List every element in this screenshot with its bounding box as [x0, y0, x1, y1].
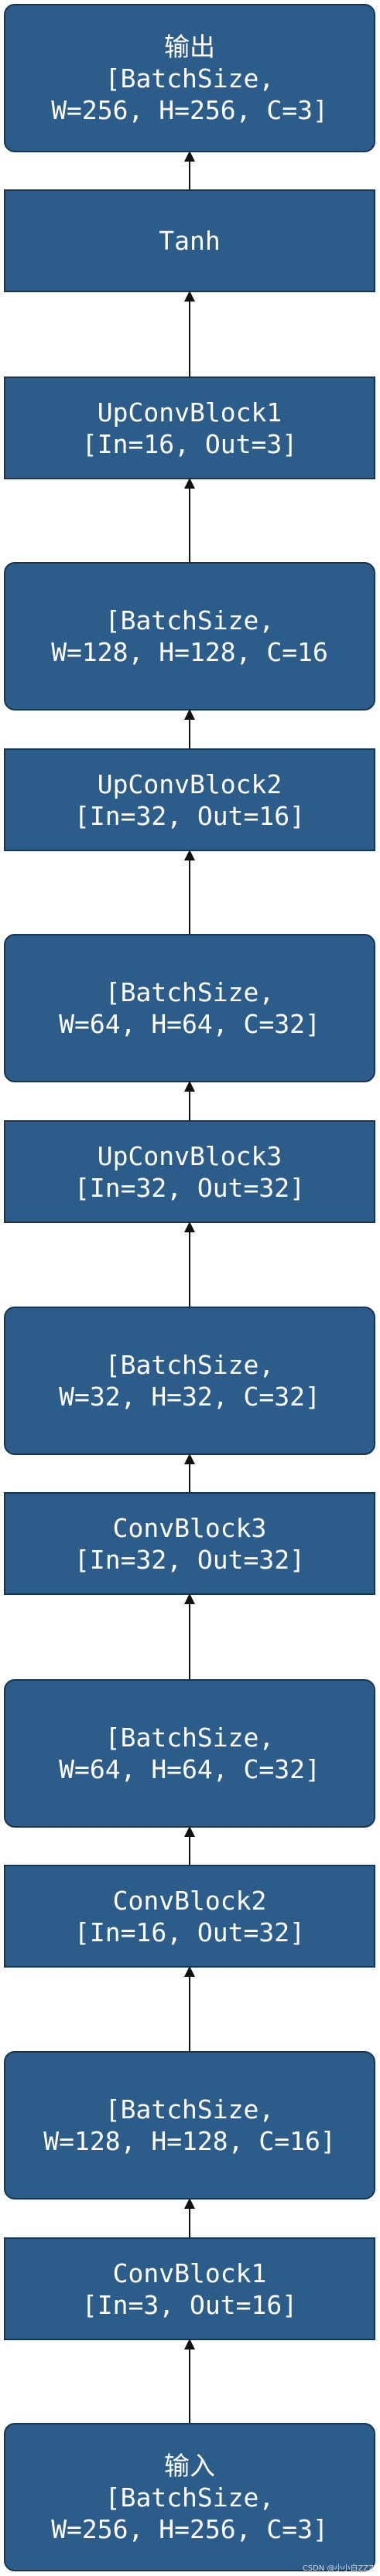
flow-arrow-tensor-32-32-to-upconvblock3: [184, 1222, 195, 1307]
node-input: 输入[BatchSize,W=256, H=256, C=3]: [4, 2423, 375, 2571]
node-output-line-2: W=256, H=256, C=3]: [51, 94, 328, 125]
node-upconvblock1-line-1: [In=16, Out=3]: [81, 428, 298, 459]
node-tanh: Tanh: [4, 189, 375, 292]
flow-arrow-tensor-128-16-b-to-convblock2: [184, 1966, 195, 2051]
node-upconvblock2-line-0: UpConvBlock2: [97, 768, 282, 799]
arrowhead-icon: [184, 478, 195, 489]
flow-arrow-tensor-64-32-a-to-upconvblock2: [184, 850, 195, 934]
node-convblock3-line-0: ConvBlock3: [112, 1512, 267, 1543]
node-upconvblock3-line-1: [In=32, Out=32]: [74, 1172, 305, 1203]
arrowhead-icon: [184, 2339, 195, 2349]
node-upconvblock3: UpConvBlock3[In=32, Out=32]: [4, 1120, 375, 1223]
watermark: CSDN @小小白ZZZ: [302, 2564, 374, 2573]
node-output-line-0: 输出: [164, 31, 215, 62]
node-tensor-64-32-b-line-0: [BatchSize,: [104, 1722, 275, 1753]
node-upconvblock2-line-1: [In=32, Out=16]: [74, 800, 305, 831]
flow-arrow-tensor-64-32-b-to-convblock3: [184, 1593, 195, 1679]
node-tensor-64-32-b-line-1: W=64, H=64, C=32]: [59, 1754, 320, 1784]
node-output: 输出[BatchSize,W=256, H=256, C=3]: [4, 4, 375, 152]
flow-arrow-tanh-to-output: [184, 151, 195, 189]
flow-arrow-convblock3-to-tensor-32-32: [184, 1453, 195, 1492]
node-input-line-0: 输入: [164, 2450, 215, 2481]
flow-arrow-upconvblock3-to-tensor-64-32-a: [184, 1081, 195, 1120]
node-tensor-128-16-b-line-0: [BatchSize,: [104, 2094, 275, 2125]
node-tensor-128-16: [BatchSize,W=128, H=128, C=16: [4, 562, 375, 710]
node-input-line-2: W=256, H=256, C=3]: [51, 2513, 328, 2544]
arrowhead-icon: [184, 709, 195, 720]
flow-arrow-convblock1-to-tensor-128-16-b: [184, 2198, 195, 2237]
arrowhead-icon: [184, 1222, 195, 1232]
node-tensor-32-32: [BatchSize,W=32, H=32, C=32]: [4, 1307, 375, 1455]
node-convblock2-line-0: ConvBlock2: [112, 1885, 267, 1916]
arrowhead-icon: [184, 1453, 195, 1464]
node-input-line-1: [BatchSize,: [104, 2482, 275, 2513]
node-tensor-128-16-line-1: W=128, H=128, C=16: [51, 637, 328, 667]
flow-arrow-tensor-128-16-to-upconvblock1: [184, 478, 195, 562]
node-convblock1-line-1: [In=3, Out=16]: [81, 2289, 298, 2320]
flow-arrow-convblock2-to-tensor-64-32-b: [184, 1826, 195, 1865]
flow-arrow-upconvblock1-to-tanh: [184, 291, 195, 377]
flow-arrow-upconvblock2-to-tensor-128-16: [184, 709, 195, 748]
node-tensor-64-32-a: [BatchSize,W=64, H=64, C=32]: [4, 934, 375, 1082]
arrowhead-icon: [184, 1826, 195, 1837]
node-tensor-128-16-b: [BatchSize,W=128, H=128, C=16]: [4, 2051, 375, 2199]
arrowhead-icon: [184, 151, 195, 162]
node-upconvblock2: UpConvBlock2[In=32, Out=16]: [4, 748, 375, 851]
node-convblock2: ConvBlock2[In=16, Out=32]: [4, 1865, 375, 1968]
arrowhead-icon: [184, 1081, 195, 1092]
arrowhead-icon: [184, 2198, 195, 2209]
node-tensor-64-32-b: [BatchSize,W=64, H=64, C=32]: [4, 1679, 375, 1828]
node-convblock3: ConvBlock3[In=32, Out=32]: [4, 1492, 375, 1595]
node-convblock1: ConvBlock1[In=3, Out=16]: [4, 2237, 375, 2340]
node-convblock1-line-0: ConvBlock1: [112, 2257, 267, 2288]
arrowhead-icon: [184, 1593, 195, 1604]
node-tensor-64-32-a-line-0: [BatchSize,: [104, 977, 275, 1007]
node-upconvblock3-line-0: UpConvBlock3: [97, 1140, 282, 1171]
node-tensor-128-16-line-0: [BatchSize,: [104, 605, 275, 635]
flow-arrow-input-to-convblock1: [184, 2339, 195, 2423]
arrowhead-icon: [184, 1966, 195, 1977]
node-output-line-1: [BatchSize,: [104, 63, 275, 94]
node-tensor-32-32-line-1: W=32, H=32, C=32]: [59, 1382, 320, 1412]
node-upconvblock1-line-0: UpConvBlock1: [97, 397, 282, 428]
node-tensor-128-16-b-line-1: W=128, H=128, C=16]: [43, 2126, 336, 2156]
node-tensor-32-32-line-0: [BatchSize,: [104, 1350, 275, 1380]
node-convblock3-line-1: [In=32, Out=32]: [74, 1544, 305, 1575]
node-convblock2-line-1: [In=16, Out=32]: [74, 1917, 305, 1947]
node-tensor-64-32-a-line-1: W=64, H=64, C=32]: [59, 1009, 320, 1039]
arrowhead-icon: [184, 291, 195, 302]
node-tanh-line-0: Tanh: [159, 226, 221, 256]
node-upconvblock1: UpConvBlock1[In=16, Out=3]: [4, 377, 375, 479]
arrowhead-icon: [184, 850, 195, 860]
